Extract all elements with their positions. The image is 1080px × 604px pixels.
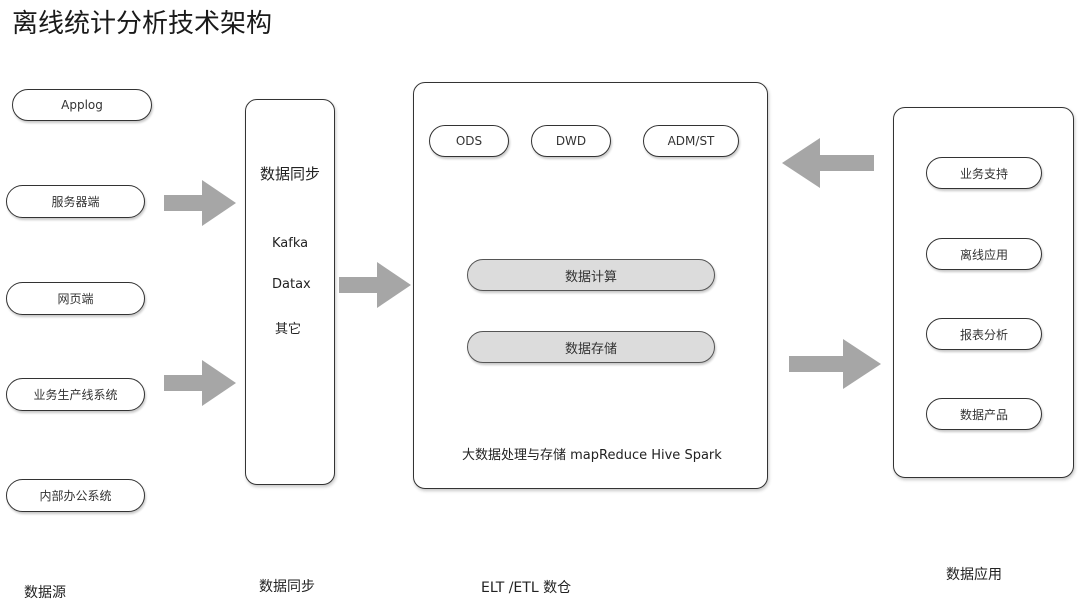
arrow-left-icon xyxy=(782,138,874,188)
sync-box xyxy=(245,99,335,485)
app-report-analysis[interactable]: 报表分析 xyxy=(926,318,1042,350)
source-business-line[interactable]: 业务生产线系统 xyxy=(6,378,145,411)
arrow-right-icon xyxy=(164,180,236,226)
footer-application: 数据应用 xyxy=(946,567,1002,583)
layer-ods[interactable]: ODS xyxy=(429,125,509,157)
sync-item-other: 其它 xyxy=(275,322,302,337)
arrow-right-icon xyxy=(164,360,236,406)
arrow-right-icon xyxy=(789,339,881,389)
process-storage[interactable]: 数据存储 xyxy=(467,331,715,363)
sync-item-datax: Datax xyxy=(272,277,311,292)
source-server[interactable]: 服务器端 xyxy=(6,185,145,218)
warehouse-caption: 大数据处理与存储 mapReduce Hive Spark xyxy=(462,448,722,463)
source-applog[interactable]: Applog xyxy=(12,89,152,121)
footer-warehouse: ELT /ETL 数仓 xyxy=(481,580,572,596)
app-offline[interactable]: 离线应用 xyxy=(926,238,1042,270)
footer-sync: 数据同步 xyxy=(259,579,315,595)
sync-item-kafka: Kafka xyxy=(272,236,309,251)
app-data-product[interactable]: 数据产品 xyxy=(926,398,1042,430)
sync-title: 数据同步 xyxy=(260,165,321,183)
footer-source: 数据源 xyxy=(24,585,66,601)
source-web[interactable]: 网页端 xyxy=(6,282,145,315)
process-compute[interactable]: 数据计算 xyxy=(467,259,715,291)
layer-adm-st[interactable]: ADM/ST xyxy=(643,125,739,157)
source-office[interactable]: 内部办公系统 xyxy=(6,479,145,512)
layer-dwd[interactable]: DWD xyxy=(531,125,611,157)
page-title: 离线统计分析技术架构 xyxy=(12,9,273,39)
app-business-support[interactable]: 业务支持 xyxy=(926,157,1042,189)
arrow-right-icon xyxy=(339,262,411,308)
